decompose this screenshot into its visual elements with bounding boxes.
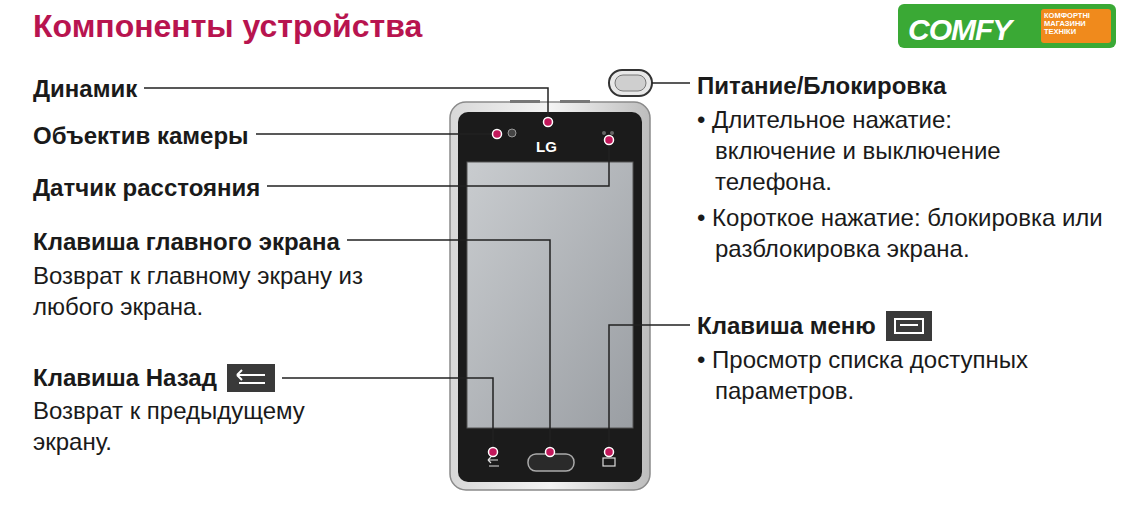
callout-dot (489, 448, 498, 457)
back-icon (227, 364, 275, 392)
side-key (560, 100, 590, 103)
part-description: • Короткое нажатие: блокировка или разбл… (697, 202, 1125, 264)
leader-line (652, 82, 690, 84)
part-description: • Просмотр списка доступных параметров. (697, 344, 1095, 406)
sensor (610, 131, 614, 135)
power-button (609, 70, 652, 96)
leader-line (609, 325, 690, 450)
side-key (510, 100, 540, 103)
part-name: Динамик (33, 73, 137, 104)
callout-dot (544, 118, 553, 127)
menu-key (603, 458, 615, 466)
callout-dot (546, 448, 555, 457)
callout-dot (605, 448, 614, 457)
back-key (488, 457, 499, 466)
power-button (615, 75, 646, 91)
brand-logo: LG (536, 137, 576, 157)
part-name: Объектив камеры (33, 120, 249, 151)
part-description: Возврат к главному экрану из любого экра… (33, 260, 413, 322)
part-name: Клавиша Назад (33, 362, 217, 393)
part-name: Клавиша главного экрана (33, 226, 340, 257)
sensor (602, 131, 606, 135)
callout-dot (493, 130, 502, 139)
leader-line (282, 378, 493, 450)
logo-tag (1041, 9, 1111, 43)
title: Компоненты устройства (33, 6, 422, 48)
part-name: Клавиша меню (697, 310, 876, 341)
part-description: • Длительное нажатие: включение и выключ… (697, 104, 1065, 198)
leader-line (144, 88, 548, 120)
camera-lens (508, 129, 516, 137)
logo-tagline: КОМФОРТНІ МАГАЗИНИ ТЕХНІКИ (1044, 12, 1108, 36)
leader-line (267, 142, 609, 186)
part-description: Возврат к предыдущему экрану. (33, 395, 353, 457)
callout-dot (605, 136, 614, 145)
part-name: Датчик расстояния (33, 172, 260, 203)
menu-icon (886, 311, 932, 341)
part-name: Питание/Блокировка (697, 70, 946, 101)
leader-line (347, 240, 550, 450)
logo-badge (898, 4, 1116, 48)
leader-line (256, 133, 497, 135)
logo-text: COMFY (908, 10, 1011, 49)
